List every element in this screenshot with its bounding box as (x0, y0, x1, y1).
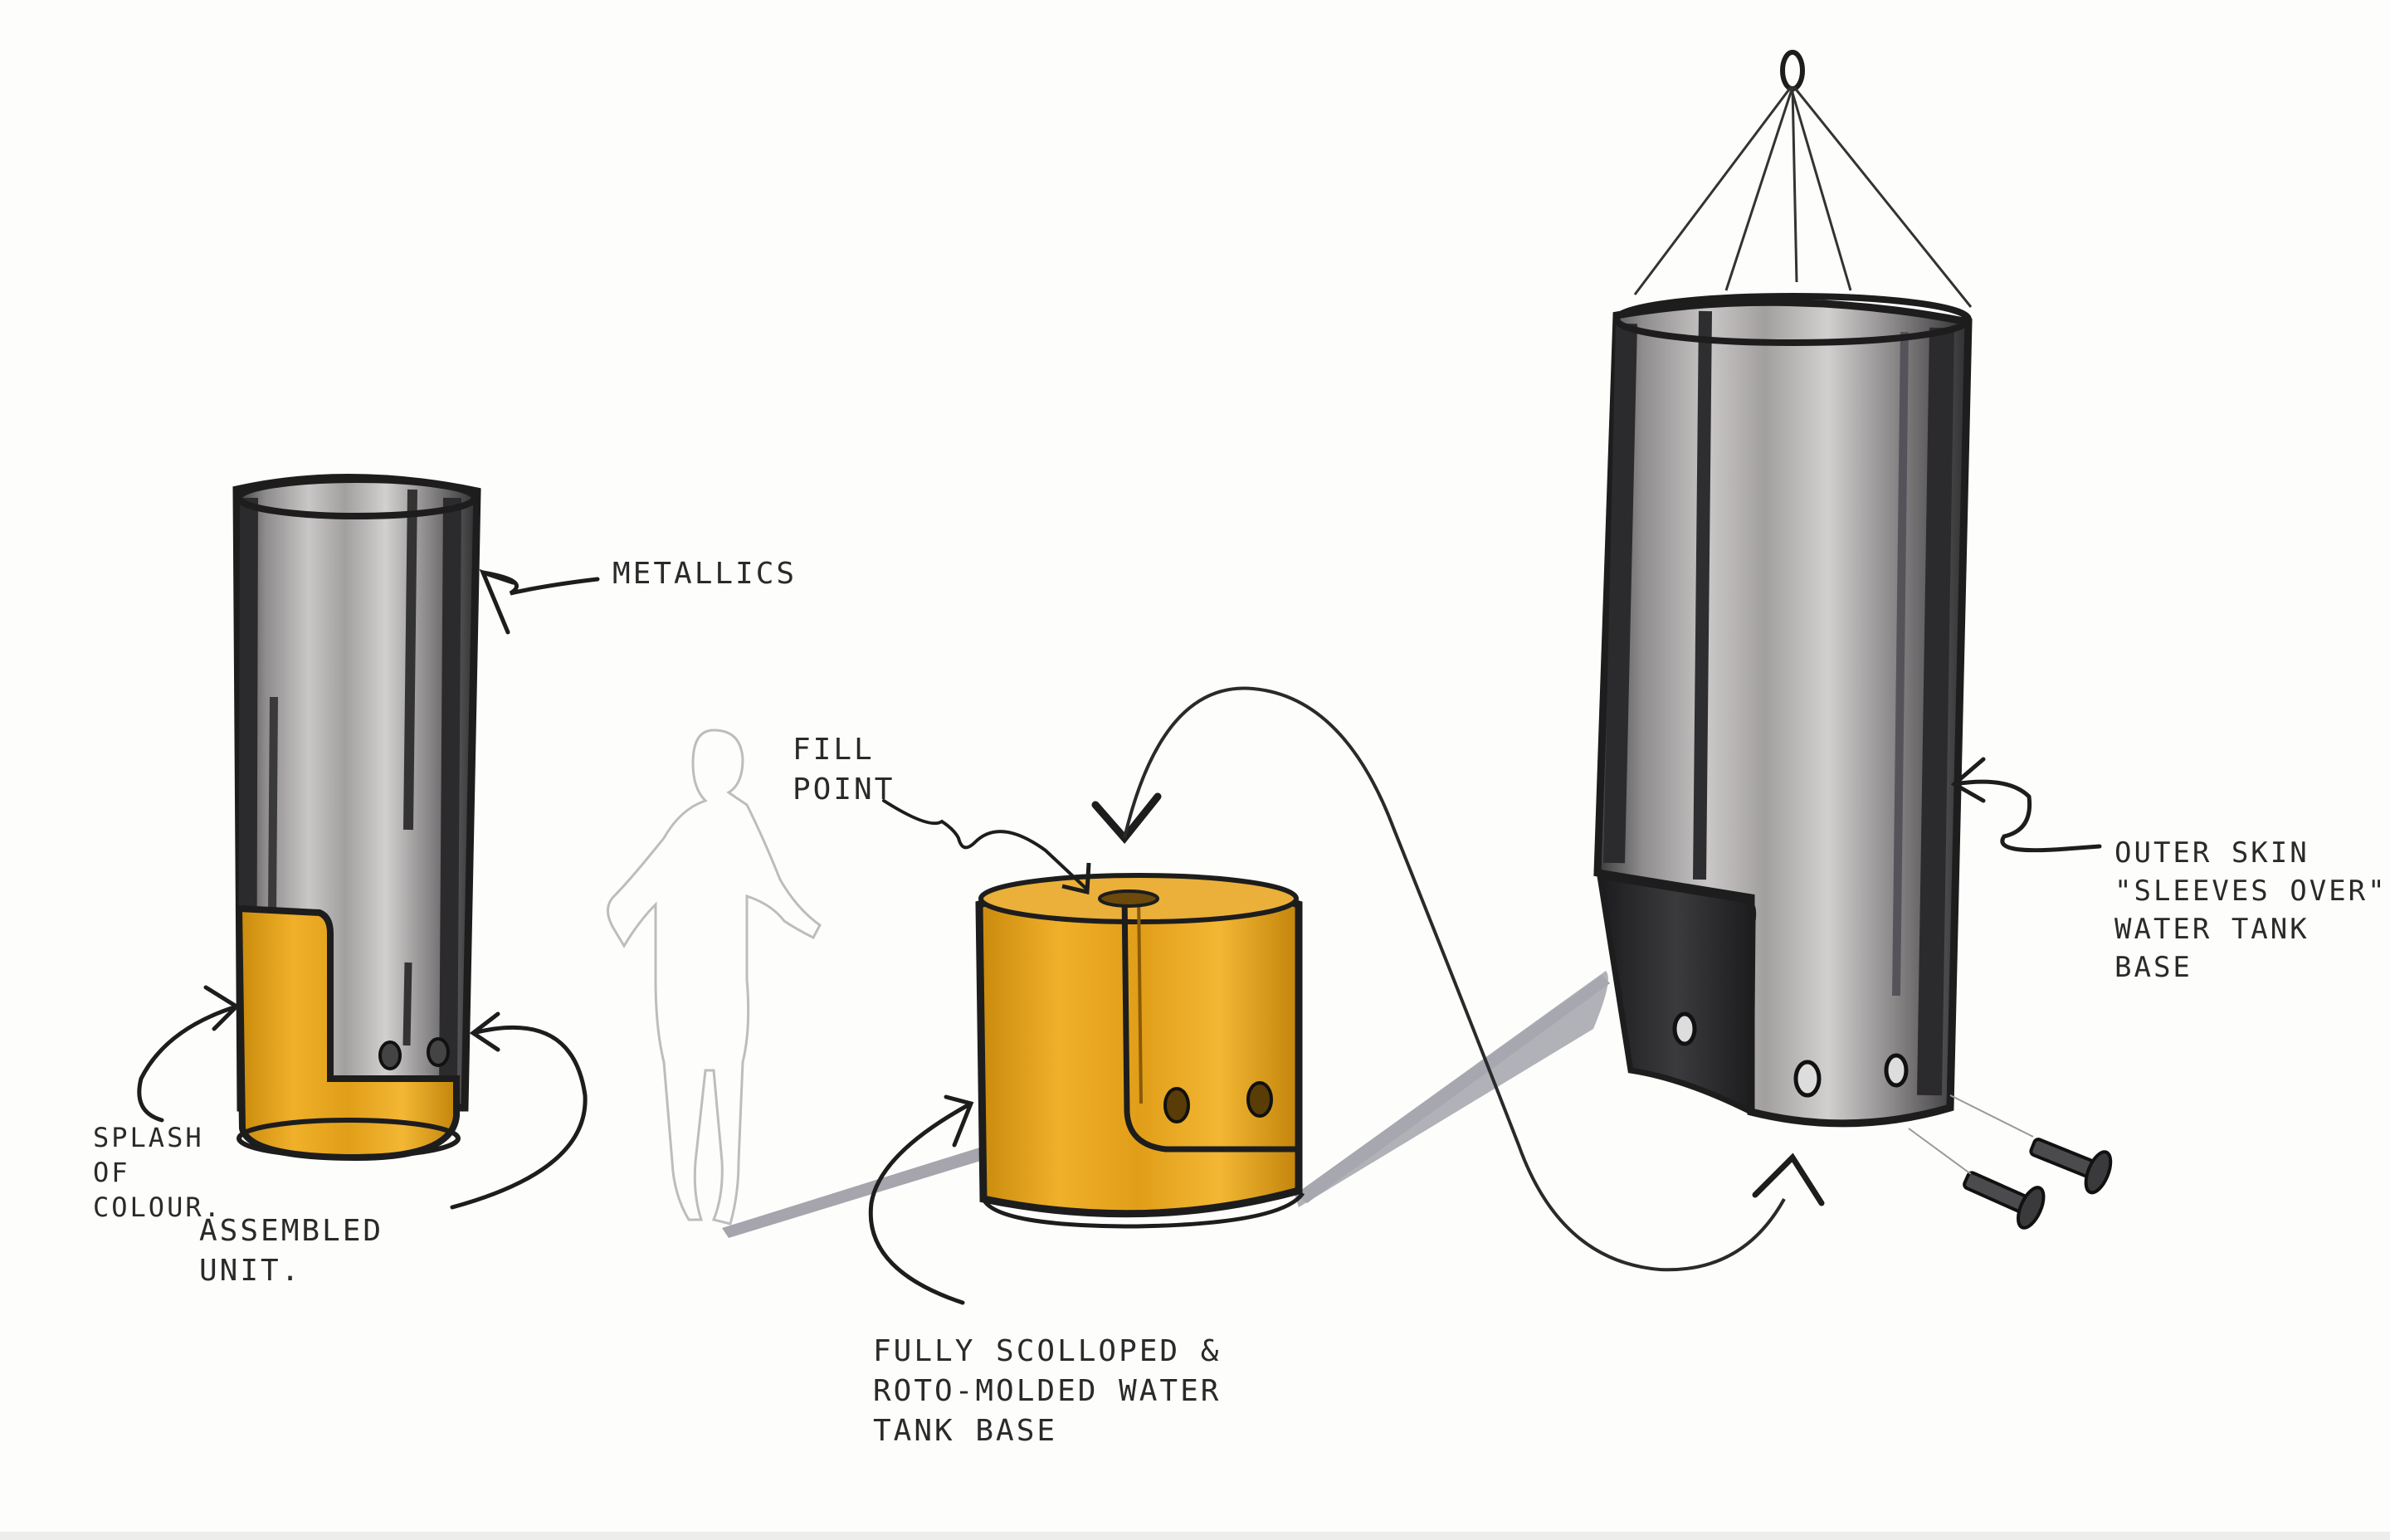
splash-of-colour-label: SPLASH OF COLOUR. (93, 1122, 222, 1223)
hanging-ring (1780, 50, 1805, 91)
outer-skin-arrow (1950, 757, 2102, 853)
metal-streak (1892, 331, 1909, 997)
metallics-arrow (479, 568, 600, 635)
metal-streak (1693, 310, 1712, 880)
assembled-unit-arrow (450, 1011, 588, 1210)
tank-base-scollop-line (1121, 891, 1299, 1153)
metal-streak (268, 696, 278, 914)
metallics-label: METALLICS (612, 557, 797, 591)
tank-base-label: FULLY SCOLLOPED & ROTO-MOLDED WATER TANK… (873, 1334, 1222, 1448)
assembled-unit-bolt (427, 1037, 450, 1067)
assembled-unit-bolt (378, 1040, 402, 1070)
tank-base-bottom-rim (981, 1192, 1305, 1229)
fill-point-label: FILL POINT (793, 733, 895, 807)
outer-skin-bolt-hole (1672, 1011, 1697, 1046)
tank-base-bolt (1163, 1087, 1190, 1123)
outer-skin-top-rim (1613, 293, 1972, 346)
metal-streak (1917, 327, 1954, 1096)
outer-skin-bolt-hole (1793, 1060, 1822, 1098)
human-scale-figure (607, 729, 822, 1226)
tank-base-bolt (1246, 1081, 1273, 1118)
outer-skin-scollop-cutout (1596, 872, 1757, 1117)
bolt-guide-line (1908, 1094, 2034, 1175)
fill-point-cap (1098, 889, 1159, 908)
metal-streak (402, 962, 412, 1046)
fill-point-arrowhead (1061, 862, 1091, 895)
tank-base-shadow (1295, 971, 1608, 1207)
hanging-ropes (1633, 86, 1973, 308)
tank-base-arrow (868, 1094, 974, 1305)
outer-skin-label: OUTER SKIN "SLEEVES OVER" WATER TANK BAS… (2114, 836, 2388, 984)
outer-skin-bolt-hole (1884, 1053, 1909, 1088)
fill-point-arrow (882, 799, 1089, 891)
metal-streak (1603, 323, 1637, 864)
metal-streak (439, 497, 461, 1096)
ground-shadow (722, 1145, 992, 1238)
assembled-unit-sketch (137, 474, 600, 1210)
metal-streak (403, 489, 417, 831)
splash-arrow (137, 985, 240, 1123)
human-figure-outline (607, 729, 822, 1226)
loose-bolt (1963, 1171, 2046, 1230)
scan-bottom-edge (0, 1532, 2390, 1540)
assembled-unit-bottom-rim (237, 1118, 461, 1159)
outer-skin-sketch (1593, 50, 2113, 1230)
assembled-unit-label: ASSEMBLED UNIT. (199, 1214, 384, 1288)
loose-bolt (2029, 1138, 2113, 1195)
sleeve-over-flow-line (1123, 686, 1786, 1272)
tank-base-scollop-line (1137, 891, 1143, 1104)
assembled-unit-top-rim (236, 476, 478, 519)
flow-line-arrowhead (1752, 1153, 1825, 1206)
water-tank-base-sketch (722, 792, 1610, 1305)
